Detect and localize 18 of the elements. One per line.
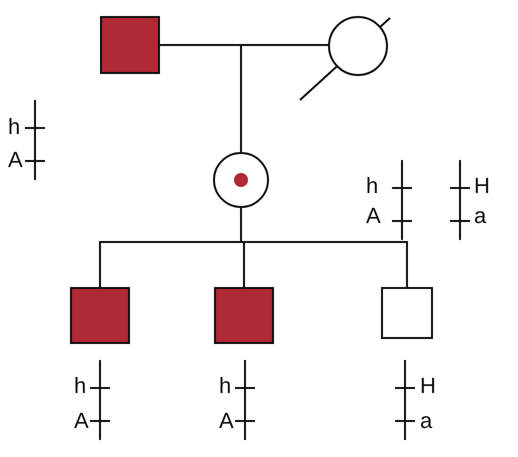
allele-label: h: [8, 116, 20, 138]
allele-label: a: [420, 410, 432, 432]
allele-label: a: [474, 205, 486, 227]
male-symbol: [214, 287, 274, 344]
allele-label: H: [420, 375, 436, 397]
allele-label: h: [366, 175, 378, 197]
allele-label: A: [219, 410, 234, 432]
allele-label: h: [74, 375, 86, 397]
male-symbol: [381, 287, 433, 339]
female-symbol: [328, 16, 388, 76]
allele-label: h: [219, 375, 232, 397]
allele-label: A: [366, 205, 381, 227]
male-symbol: [100, 16, 160, 74]
allele-label: A: [74, 410, 89, 432]
pedigree-line: [240, 44, 328, 152]
allele-label: H: [474, 175, 490, 197]
allele-label: A: [8, 149, 23, 171]
male-symbol: [70, 287, 130, 344]
